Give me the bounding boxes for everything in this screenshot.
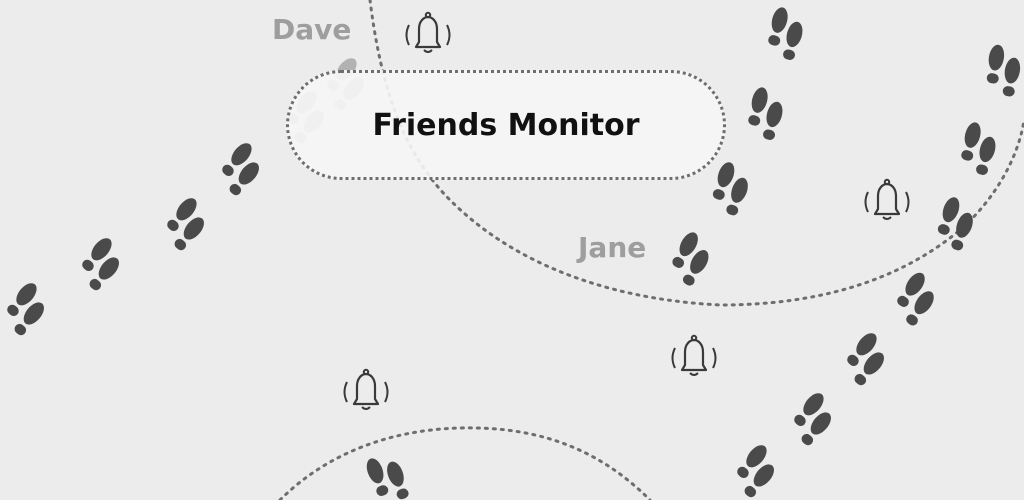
footprints-trail-bottom [364, 450, 412, 500]
bell-icon[interactable] [405, 11, 451, 54]
footprint-icon [0, 279, 54, 338]
footprint-icon [983, 44, 1024, 98]
footprint-icon [664, 229, 717, 288]
south-path [278, 426, 652, 500]
footprint-icon [213, 139, 270, 198]
footprints-trail-left [0, 139, 269, 338]
footprint-icon [73, 234, 130, 293]
footprint-icon [888, 269, 943, 328]
bell-icon[interactable] [343, 368, 389, 411]
footprint-icon [785, 389, 842, 448]
footprint-icon [707, 160, 755, 217]
page-title: Friends Monitor [372, 107, 640, 143]
footprint-icon [838, 329, 895, 388]
footprint-icon [763, 6, 808, 62]
friend-label-dave: Dave [272, 13, 352, 46]
friend-label-jane: Jane [578, 231, 647, 264]
bell-icon[interactable] [864, 178, 910, 221]
footprint-icon [158, 194, 215, 253]
footprint-icon [932, 195, 980, 252]
footprint-icon [728, 441, 785, 500]
bell-icon[interactable] [671, 334, 717, 377]
footprint-icon [743, 86, 788, 142]
footprint-icon [956, 121, 1001, 177]
footprint-icon [364, 450, 412, 500]
title-banner: Friends Monitor [286, 70, 726, 180]
